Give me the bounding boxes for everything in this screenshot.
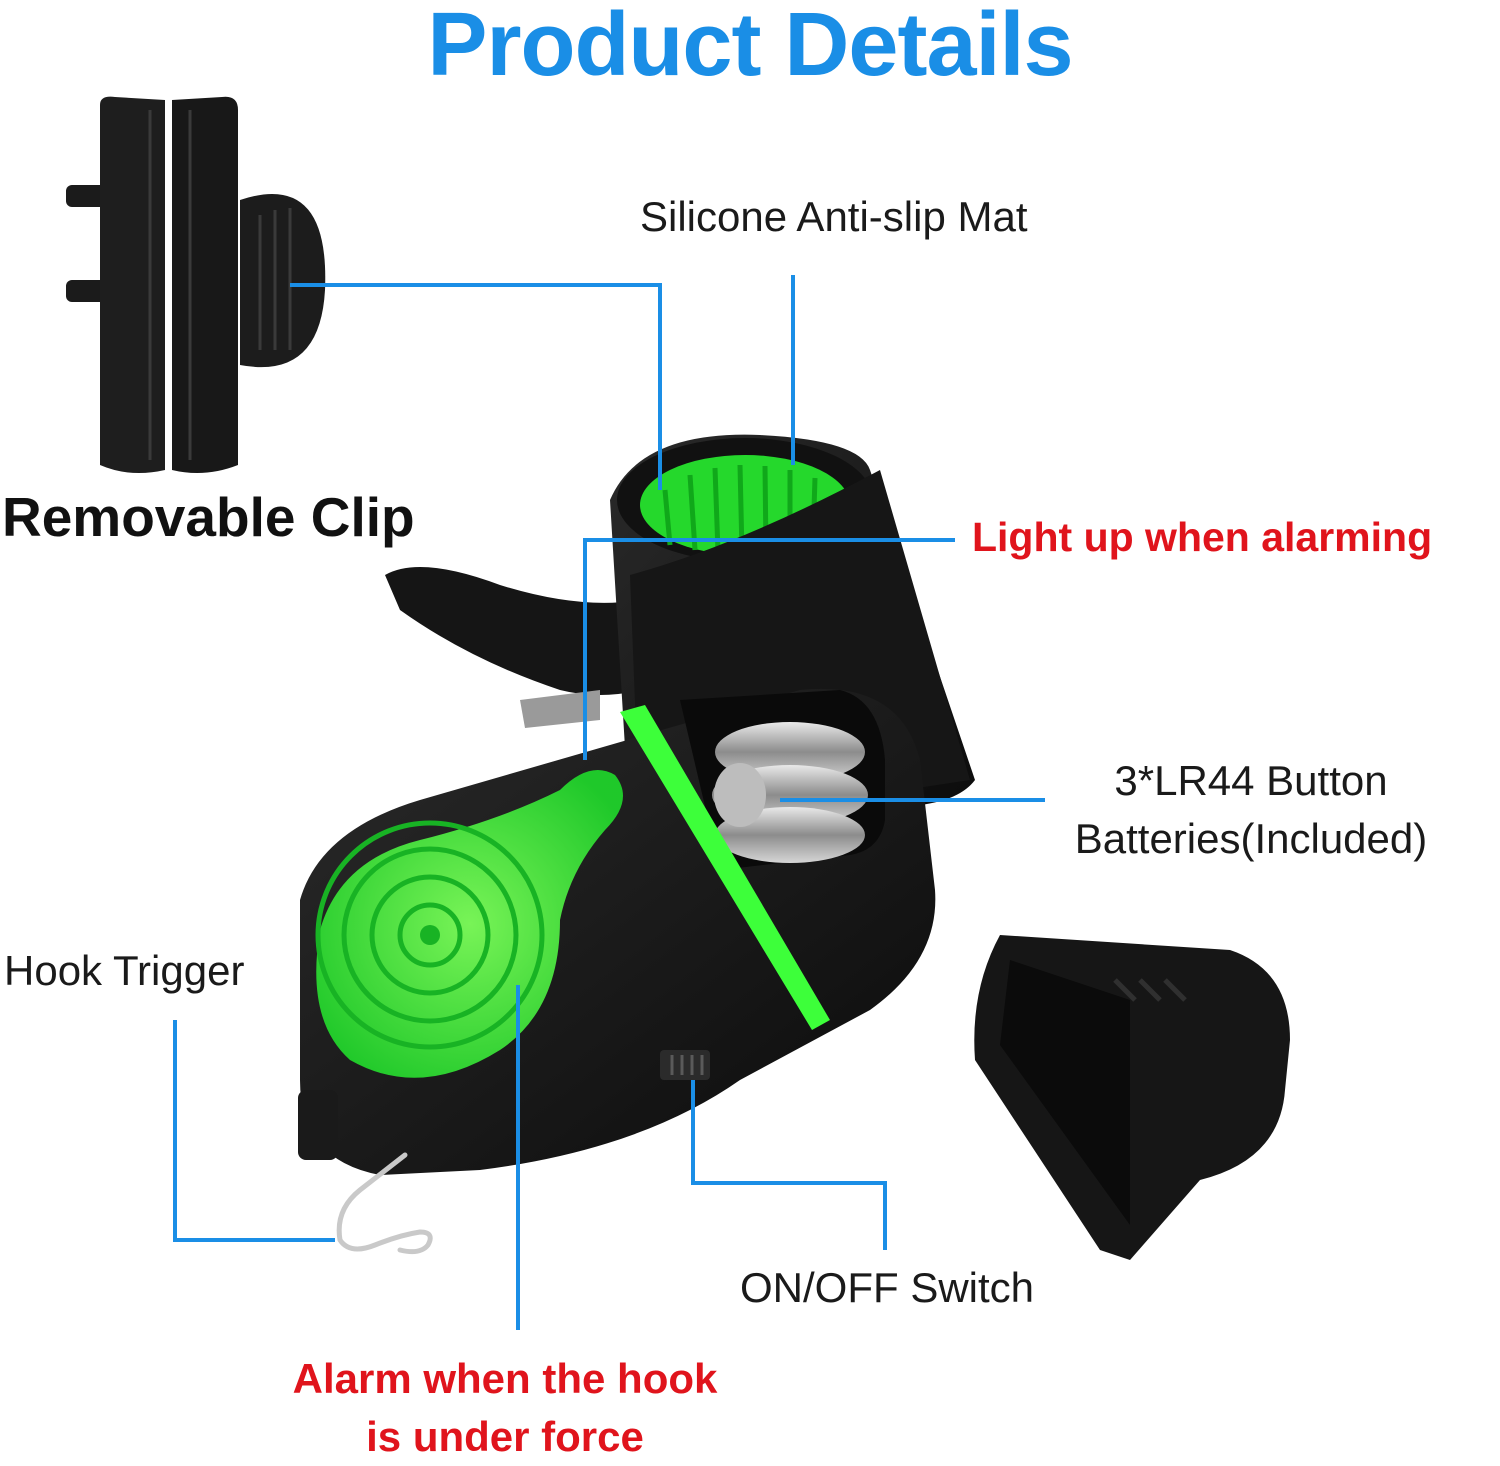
removable-clip-icon [66,96,326,474]
label-alarm-line1: Alarm when the hook [292,1355,718,1402]
label-light-up: Light up when alarming [972,514,1433,560]
label-batteries: 3*LR44 Button Batteries(Included) [1046,752,1456,868]
label-on-off-switch: ON/OFF Switch [740,1264,1035,1311]
label-silicone-mat: Silicone Anti-slip Mat [640,193,1028,240]
label-alarm-line2: is under force [366,1413,644,1460]
label-hook-trigger: Hook Trigger [4,947,245,994]
page-title: Product Details [427,0,1073,95]
label-removable-clip: Removable Clip [2,486,415,548]
label-batteries-line2: Batteries(Included) [1074,815,1428,862]
callout-removable-clip [290,283,662,490]
bite-alarm-device [298,434,975,1255]
callout-on-off [691,1080,887,1250]
label-batteries-line1: 3*LR44 Button [1114,757,1388,804]
battery-cap-icon [974,935,1290,1260]
callout-hook-trigger [173,1020,335,1242]
battery-stack [712,722,868,863]
callout-lines [173,275,1045,1330]
callout-light-up [583,538,955,760]
